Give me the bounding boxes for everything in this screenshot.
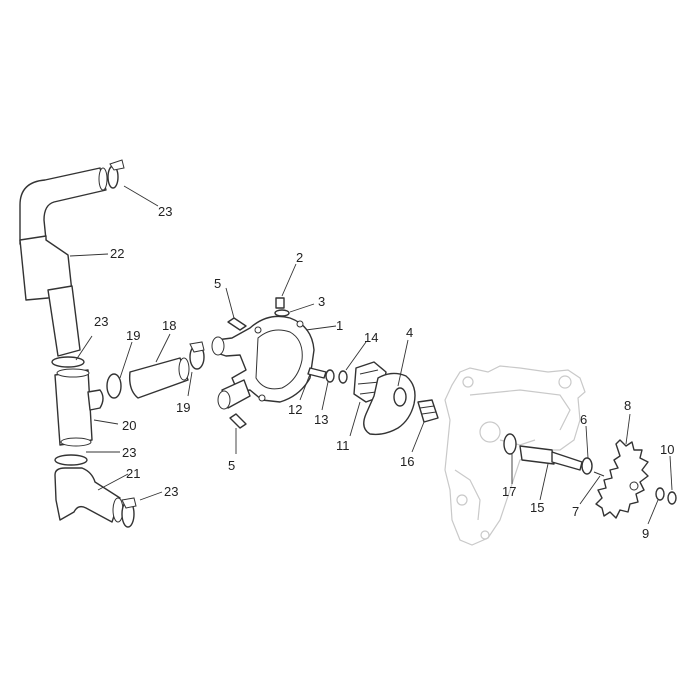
callout-10: 10 — [660, 442, 674, 457]
pin-7 — [593, 471, 605, 477]
washer-14 — [338, 370, 348, 384]
lower-hose-21 — [54, 467, 124, 523]
washer-13 — [325, 369, 335, 383]
clamp-23-top — [107, 159, 125, 189]
callout-14: 14 — [364, 330, 378, 345]
callout-5-lower: 5 — [228, 458, 235, 473]
clamp-19-left — [106, 373, 122, 399]
callout-13: 13 — [314, 412, 328, 427]
callout-21: 21 — [126, 466, 140, 481]
callout-23-upper-left: 23 — [94, 314, 108, 329]
callout-22: 22 — [110, 246, 124, 261]
clamp-23-upper-left — [51, 356, 85, 368]
upper-hose-22 — [19, 167, 108, 357]
clamp-19-right — [189, 341, 205, 370]
washer-3 — [274, 309, 290, 317]
leader-lines — [69, 185, 673, 525]
seal-16 — [417, 399, 439, 423]
callout-23-bottom: 23 — [164, 484, 178, 499]
bolt-5-lower — [229, 413, 247, 429]
callout-11: 11 — [336, 438, 350, 453]
callout-labels: 1 2 3 4 5 5 6 7 8 9 10 11 12 13 14 15 16… — [94, 204, 674, 541]
callout-3: 3 — [318, 294, 325, 309]
callout-19-left: 19 — [126, 328, 140, 343]
callout-16: 16 — [400, 454, 414, 469]
callout-23-middle: 23 — [122, 445, 136, 460]
callout-12: 12 — [288, 402, 302, 417]
clip-10 — [667, 491, 677, 505]
callout-5-upper: 5 — [214, 276, 221, 291]
shaft-15 — [519, 445, 583, 471]
callout-4: 4 — [406, 325, 413, 340]
callout-8: 8 — [624, 398, 631, 413]
clamp-23-lower-left — [54, 454, 88, 466]
callout-7: 7 — [572, 504, 579, 519]
clamp-23-bottom — [121, 497, 137, 528]
washer-6 — [581, 457, 593, 475]
callout-6: 6 — [580, 412, 587, 427]
gear-8 — [595, 439, 649, 519]
screw-2 — [275, 297, 285, 309]
pump-cover-1 — [211, 315, 315, 410]
callout-15: 15 — [530, 500, 544, 515]
callout-2: 2 — [296, 250, 303, 265]
gasket-4 — [363, 372, 416, 436]
callout-17: 17 — [502, 484, 516, 499]
washer-9 — [655, 487, 665, 501]
t-fitting-20 — [54, 368, 104, 447]
hose-18 — [128, 357, 190, 399]
callout-23-top: 23 — [158, 204, 172, 219]
bolt-12 — [307, 367, 327, 379]
callout-19-right: 19 — [176, 400, 190, 415]
callout-20: 20 — [122, 418, 136, 433]
callout-18: 18 — [162, 318, 176, 333]
callout-1: 1 — [336, 318, 343, 333]
bearing-17 — [503, 433, 517, 455]
callout-9: 9 — [642, 526, 649, 541]
bolt-5-upper — [227, 317, 247, 331]
